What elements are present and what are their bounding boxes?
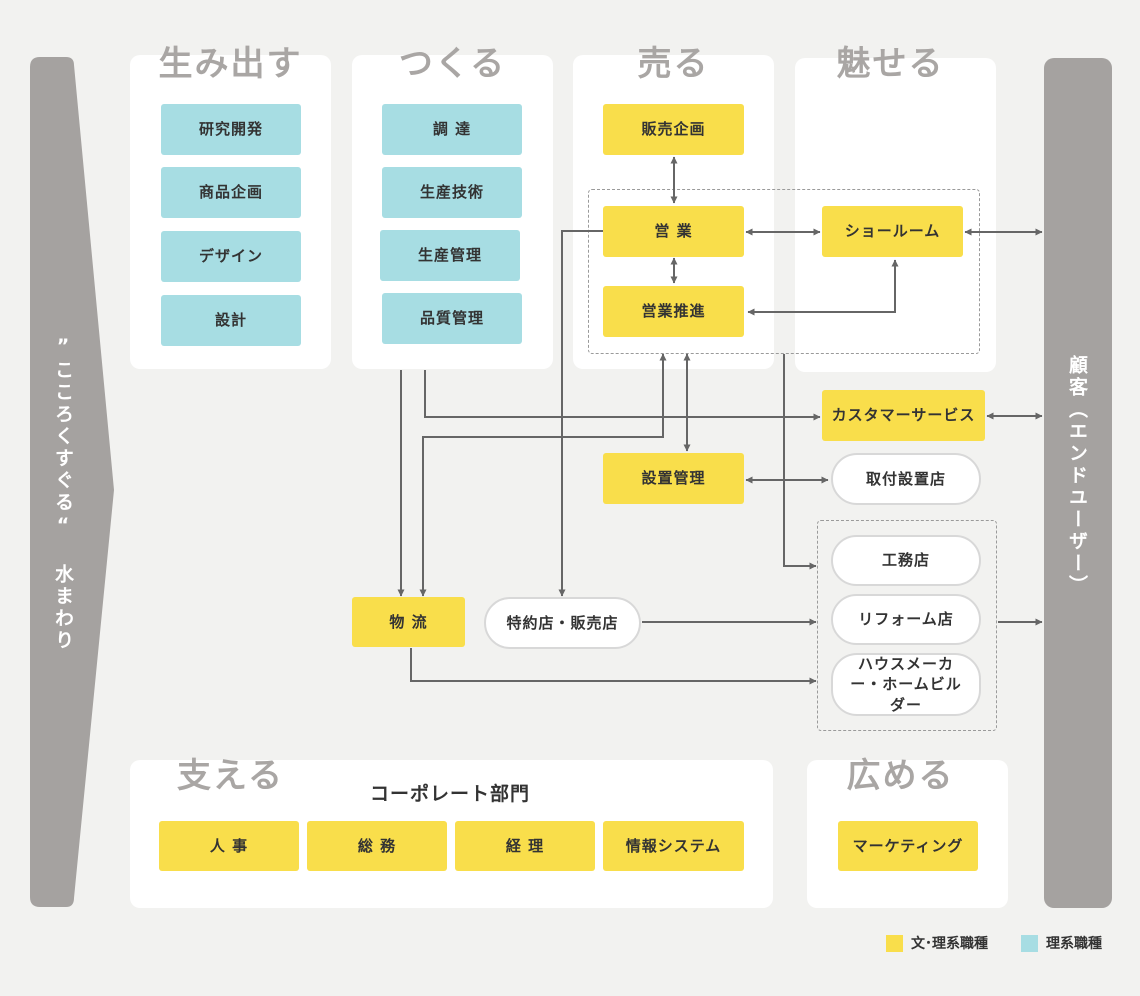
- heading-sell: 売る: [637, 44, 710, 84]
- legend-label-humanities-science: 文･理系職種: [911, 936, 988, 952]
- pill-house-makers[interactable]: ハウスメーカー・ホームビルダー: [831, 653, 981, 716]
- box-installation-management[interactable]: 設置管理: [603, 453, 744, 504]
- corporate-title: コーポレート部門: [369, 783, 530, 805]
- box-logistics[interactable]: 物 流: [352, 597, 465, 647]
- legend-label-science: 理系職種: [1046, 936, 1102, 952]
- legend-humanities-science: 文･理系職種: [886, 933, 988, 953]
- heading-attract: 魅せる: [836, 44, 945, 84]
- arrow-sales-dealers: [558, 230, 603, 597]
- pill-dealers[interactable]: 特約店・販売店: [484, 597, 641, 649]
- customer-banner: [1044, 58, 1112, 908]
- box-sales[interactable]: 営 業: [603, 206, 744, 257]
- left-banner-text: ”こころくすぐる“ 水まわり: [52, 335, 74, 652]
- channel-group-outline: [817, 520, 997, 731]
- heading-create: 生み出す: [158, 44, 303, 84]
- arrow-sales-contractors: [783, 354, 817, 570]
- box-showroom[interactable]: ショールーム: [822, 206, 963, 257]
- box-research[interactable]: 研究開発: [161, 104, 301, 155]
- box-hr[interactable]: 人 事: [159, 821, 299, 871]
- box-accounting[interactable]: 経 理: [455, 821, 595, 871]
- box-production-engineering[interactable]: 生産技術: [382, 167, 522, 218]
- heading-make: つくる: [398, 44, 507, 84]
- arrow-logistics-channel: [410, 648, 817, 685]
- box-procurement[interactable]: 調 達: [382, 104, 522, 155]
- legend-science: 理系職種: [1021, 933, 1102, 953]
- box-quality-control[interactable]: 品質管理: [382, 293, 522, 344]
- customer-banner-text: 顧客（エンドユーザー）: [1066, 355, 1088, 597]
- box-information-systems[interactable]: 情報システム: [603, 821, 744, 871]
- box-general-affairs[interactable]: 総 務: [307, 821, 447, 871]
- pill-reform-shops[interactable]: リフォーム店: [831, 594, 981, 645]
- heading-spread: 広める: [846, 756, 955, 796]
- arrow-showroom-promotion: [747, 259, 899, 316]
- box-product-planning[interactable]: 商品企画: [161, 167, 301, 218]
- pill-contractors[interactable]: 工務店: [831, 535, 981, 586]
- heading-support: 支える: [177, 756, 284, 796]
- pill-installers[interactable]: 取付設置店: [831, 453, 981, 505]
- left-banner-shape: [30, 57, 114, 907]
- arrow-make-customer-service: [424, 370, 821, 421]
- box-marketing[interactable]: マーケティング: [838, 821, 978, 871]
- box-engineering-design[interactable]: 設計: [161, 295, 301, 346]
- box-sales-planning[interactable]: 販売企画: [603, 104, 744, 155]
- legend-swatch-teal: [1021, 934, 1038, 952]
- box-customer-service[interactable]: カスタマーサービス: [822, 390, 985, 441]
- box-sales-promotion[interactable]: 営業推進: [603, 286, 744, 337]
- box-design[interactable]: デザイン: [161, 231, 301, 282]
- box-production-control[interactable]: 生産管理: [380, 230, 520, 281]
- arrow-logistics-sales: [419, 353, 667, 597]
- legend-swatch-yellow: [886, 934, 903, 952]
- sales-group-outline: [588, 189, 980, 354]
